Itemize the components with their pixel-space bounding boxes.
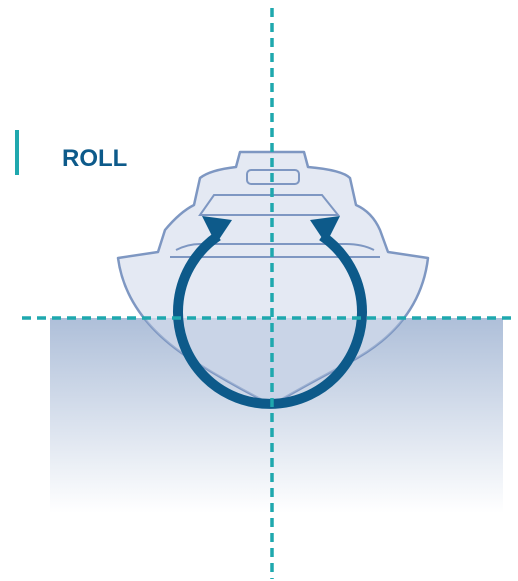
- roll-arrow: [173, 231, 367, 409]
- title-accent-bar: [15, 130, 19, 175]
- boat-top-box: [246, 169, 300, 185]
- roll-arrowhead-right: [310, 216, 340, 244]
- diagram-title: ROLL: [62, 145, 127, 172]
- boat-cabin: [198, 194, 341, 216]
- boat-hull-submerged: [144, 318, 405, 405]
- boat-windshield: [175, 243, 375, 251]
- roll-arrowhead-left: [202, 216, 232, 244]
